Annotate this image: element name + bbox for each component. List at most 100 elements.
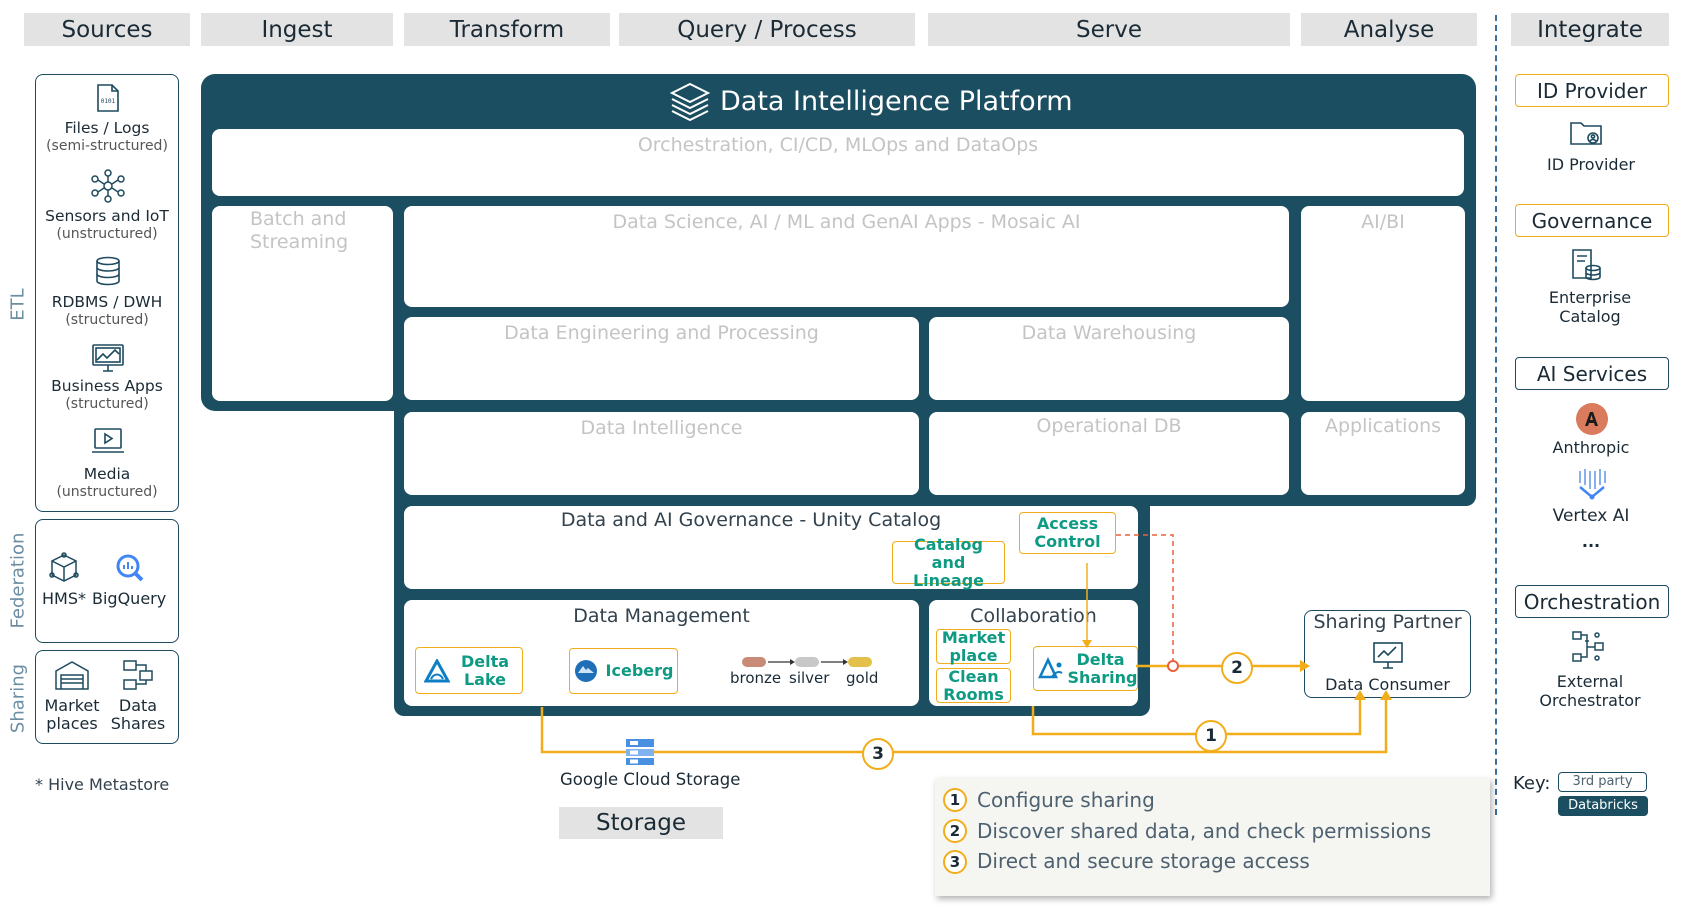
network-nodes-icon bbox=[91, 169, 125, 203]
source-label: Files / Logs bbox=[64, 119, 150, 137]
label-line2: Shares bbox=[110, 714, 166, 733]
steps-legend: 1 Configure sharing 2 Discover shared da… bbox=[935, 778, 1490, 896]
label-line1: Data bbox=[118, 696, 158, 715]
medallion-gold: gold bbox=[846, 669, 879, 687]
source-files: Files / Logs(semi-structured) bbox=[36, 119, 178, 155]
label-line2: places bbox=[46, 714, 98, 733]
column-header-analyse: Analyse bbox=[1301, 13, 1477, 46]
data-warehousing-panel: Data Warehousing bbox=[929, 317, 1289, 400]
enterprise-catalog-icon bbox=[1572, 249, 1601, 281]
step-3-marker: 3 bbox=[862, 738, 894, 770]
iceberg-icon bbox=[574, 660, 597, 682]
iceberg-chip[interactable]: Iceberg bbox=[569, 648, 678, 694]
applications-panel: Applications bbox=[1301, 412, 1465, 495]
medallion-silver: silver bbox=[789, 669, 830, 687]
cloud-storage-icon bbox=[626, 739, 654, 765]
ai-services-ellipsis: ... bbox=[1581, 532, 1601, 551]
delta-lake-chip[interactable]: Delta Lake bbox=[415, 647, 523, 694]
batch-streaming-panel: Batch and Streaming bbox=[212, 206, 393, 401]
footnote: * Hive Metastore bbox=[35, 775, 170, 794]
delta-icon bbox=[424, 658, 450, 682]
sharing-partner-box: Sharing Partner Data Consumer bbox=[1304, 610, 1471, 698]
legend-step-2-marker: 2 bbox=[943, 819, 967, 843]
cube-icon bbox=[49, 552, 79, 582]
data-intelligence-title: Data Intelligence bbox=[580, 417, 743, 439]
column-header-integrate: Integrate bbox=[1511, 13, 1669, 46]
data-shares-icon bbox=[123, 660, 153, 690]
source-label: Sensors and IoT bbox=[45, 207, 169, 225]
ai-services-header: AI Services bbox=[1515, 357, 1669, 390]
marketplace-chip[interactable]: Market place bbox=[936, 628, 1011, 664]
delta-lake-label: Delta Lake bbox=[460, 651, 510, 689]
iceberg-label: Iceberg bbox=[605, 661, 674, 680]
column-header-sources: Sources bbox=[24, 13, 190, 46]
id-provider-header: ID Provider bbox=[1515, 74, 1669, 107]
data-engineering-title: Data Engineering and Processing bbox=[504, 322, 819, 344]
legend-step-1-marker: 1 bbox=[943, 788, 967, 812]
label-line1: Market bbox=[44, 696, 100, 715]
federation-box: HMS* BigQuery bbox=[35, 519, 179, 643]
data-warehousing-title: Data Warehousing bbox=[1021, 322, 1197, 344]
database-icon bbox=[96, 256, 120, 286]
key-databricks: Databricks bbox=[1558, 796, 1648, 816]
clean-rooms-chip[interactable]: Clean Rooms bbox=[936, 667, 1011, 703]
access-control-chip[interactable]: Access Control bbox=[1019, 512, 1116, 554]
data-consumer-label: Data Consumer bbox=[1325, 675, 1450, 694]
source-sensors: Sensors and IoT(unstructured) bbox=[36, 207, 178, 243]
source-sub: (structured) bbox=[65, 312, 149, 328]
source-label: RDBMS / DWH bbox=[51, 293, 163, 311]
delta-sharing-label: Delta Sharing bbox=[1067, 649, 1138, 687]
source-label: Media bbox=[83, 465, 131, 483]
layers-logo-icon bbox=[669, 82, 711, 121]
source-sub: (unstructured) bbox=[56, 226, 158, 242]
bigquery-icon bbox=[116, 554, 144, 582]
legend-step-1-text: Configure sharing bbox=[977, 788, 1155, 812]
batch-title: Batch and Streaming bbox=[250, 208, 349, 253]
svg-text:0101: 0101 bbox=[101, 98, 116, 105]
enterprise-catalog-label: Enterprise Catalog bbox=[1548, 288, 1632, 326]
delta-sharing-chip[interactable]: Delta Sharing bbox=[1033, 646, 1138, 691]
legend-step-3-text: Direct and secure storage access bbox=[977, 849, 1310, 873]
source-business-apps: Business Apps(structured) bbox=[36, 377, 178, 413]
sharing-partner-title: Sharing Partner bbox=[1313, 611, 1462, 633]
operational-db-title: Operational DB bbox=[1036, 415, 1182, 437]
source-sub: (structured) bbox=[65, 396, 149, 412]
governance-header: Governance bbox=[1515, 204, 1669, 237]
key-third-party: 3rd party bbox=[1558, 772, 1647, 792]
aibi-title: AI/BI bbox=[1361, 211, 1405, 233]
source-media: Media(unstructured) bbox=[36, 465, 178, 501]
storage-label: Storage bbox=[559, 807, 723, 839]
governance-panel: Data and AI Governance - Unity Catalog bbox=[404, 506, 1138, 589]
platform-title: Data Intelligence Platform bbox=[720, 86, 1073, 117]
collaboration-title: Collaboration bbox=[970, 605, 1097, 627]
medallion-cylinders-icon bbox=[742, 657, 872, 667]
source-label: Business Apps bbox=[51, 377, 163, 395]
legend-step-2-text: Discover shared data, and check permissi… bbox=[977, 819, 1432, 843]
dashboard-monitor-icon bbox=[92, 344, 124, 372]
data-management-title: Data Management bbox=[573, 605, 750, 627]
gcs-label: Google Cloud Storage bbox=[560, 770, 741, 789]
column-header-ingest: Ingest bbox=[201, 13, 393, 46]
medallion-bronze: bronze bbox=[730, 669, 782, 687]
federation-bigquery-label: BigQuery bbox=[92, 589, 167, 608]
column-header-query: Query / Process bbox=[619, 13, 915, 46]
etl-sources-box: 0101 Files / Logs(semi-structured) Senso… bbox=[35, 74, 179, 512]
orchestration-panel: Orchestration, CI/CD, MLOps and DataOps bbox=[212, 129, 1464, 196]
id-folder-icon bbox=[1570, 122, 1602, 145]
orchestration-title: Orchestration, CI/CD, MLOps and DataOps bbox=[637, 134, 1039, 156]
file-binary-icon: 0101 bbox=[97, 84, 119, 112]
vertex-ai-label: Vertex AI bbox=[1552, 506, 1630, 526]
key-label: Key: bbox=[1513, 773, 1551, 794]
column-header-transform: Transform bbox=[404, 13, 610, 46]
step-2-marker: 2 bbox=[1221, 652, 1253, 684]
operational-db-panel: Operational DB bbox=[929, 412, 1289, 495]
step-1-marker: 1 bbox=[1195, 720, 1227, 752]
marketplace-icon bbox=[55, 661, 89, 690]
source-rdbms: RDBMS / DWH(structured) bbox=[36, 293, 178, 329]
data-science-panel: Data Science, AI / ML and GenAI Apps - M… bbox=[404, 206, 1289, 307]
federation-hms-label: HMS* bbox=[42, 589, 86, 608]
anthropic-icon bbox=[1576, 403, 1608, 435]
medallion-diagram: bronze silver gold bbox=[730, 651, 880, 691]
